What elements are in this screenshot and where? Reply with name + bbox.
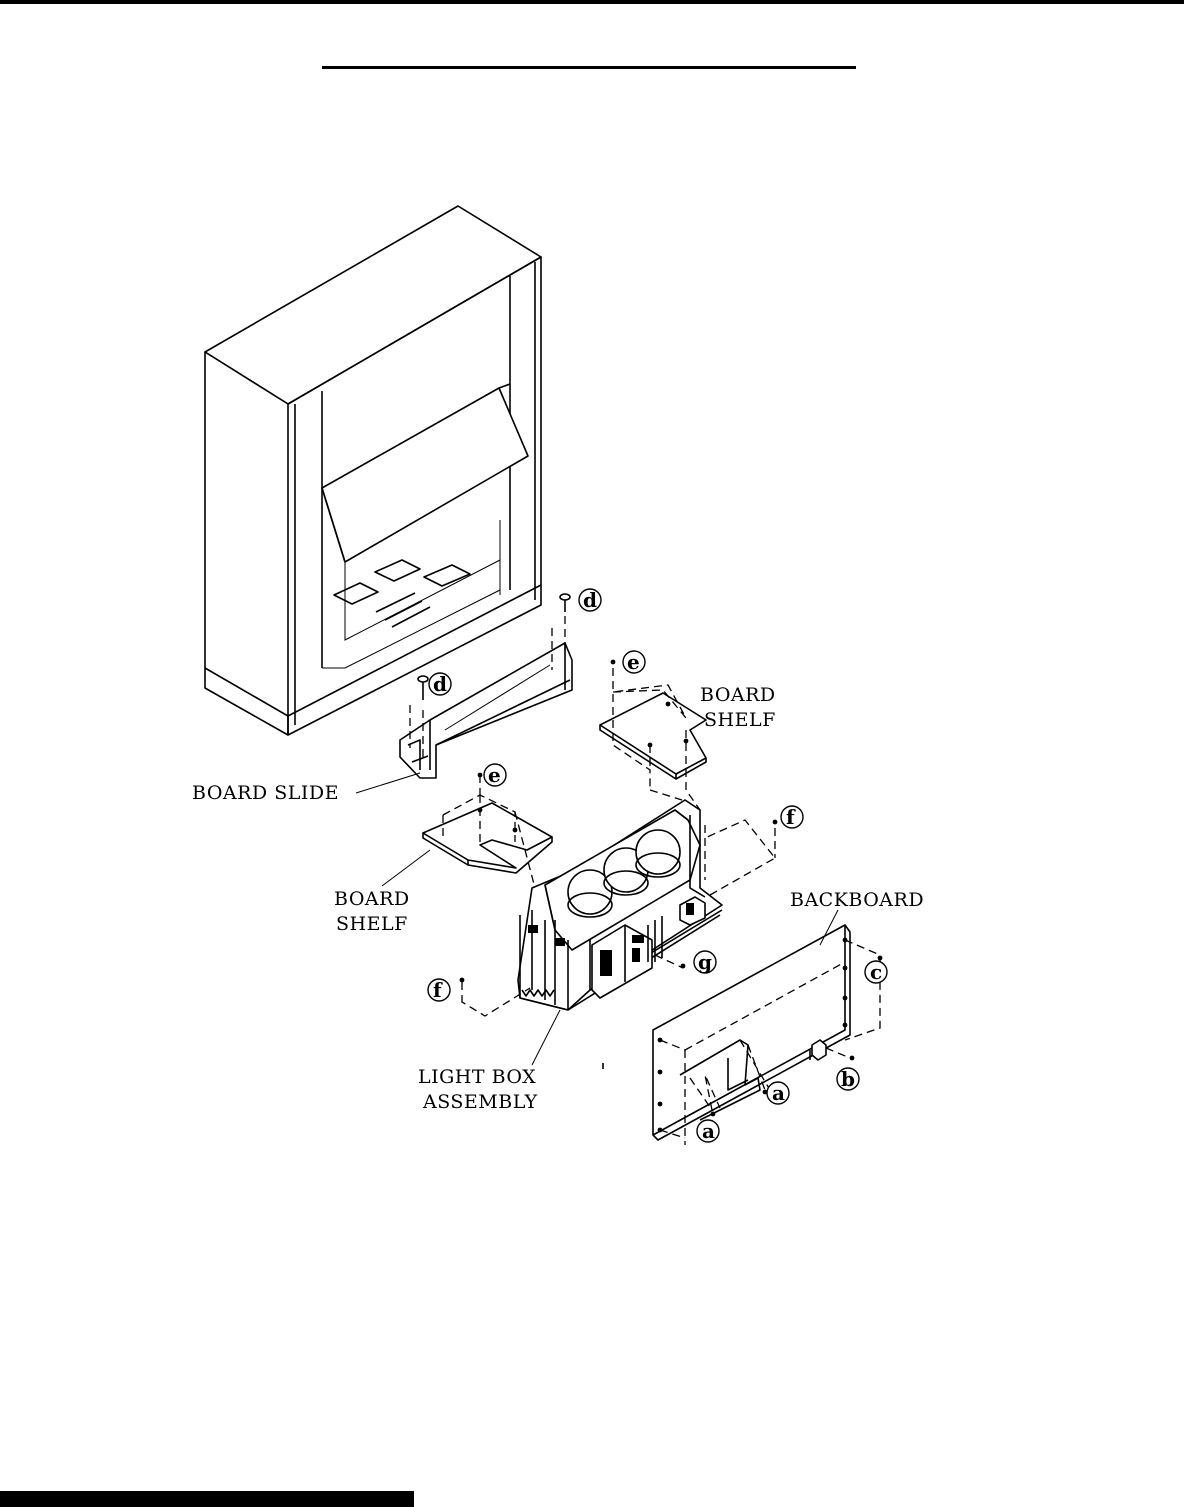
bottom-bar — [0, 1491, 414, 1507]
title-rule — [322, 66, 856, 69]
callout-c: c — [870, 960, 882, 984]
label-board-slide: BOARD SLIDE — [192, 782, 339, 804]
callout-e-upper: e — [627, 650, 640, 674]
callout-b: b — [841, 1067, 855, 1091]
label-board-shelf-upper-1: BOARD — [700, 684, 776, 706]
callout-f-left: f — [433, 978, 443, 1002]
label-light-box-2: ASSEMBLY — [422, 1091, 538, 1113]
label-light-box-1: LIGHT BOX — [418, 1066, 536, 1088]
callout-a-bottom: a — [702, 1119, 715, 1143]
label-board-shelf-lower-1: BOARD — [334, 888, 410, 910]
callout-e-lower: e — [488, 763, 501, 787]
label-backboard: BACKBOARD — [790, 889, 924, 911]
top-rule — [0, 0, 1184, 4]
board-slide — [399, 593, 573, 779]
callout-a-right: a — [772, 1081, 785, 1105]
callout-d-lower: d — [433, 672, 447, 696]
callout-f-right: f — [786, 805, 796, 829]
callout-d-upper: d — [583, 588, 597, 612]
label-board-shelf-upper-2: SHELF — [704, 709, 776, 731]
callout-g: g — [698, 950, 712, 974]
backboard — [652, 924, 883, 1145]
light-box-assembly — [459, 799, 778, 1017]
board-shelf-upper — [599, 659, 707, 811]
cabinet — [204, 205, 542, 736]
label-board-shelf-lower-2: SHELF — [336, 913, 408, 935]
board-shelf-lower — [422, 772, 553, 889]
